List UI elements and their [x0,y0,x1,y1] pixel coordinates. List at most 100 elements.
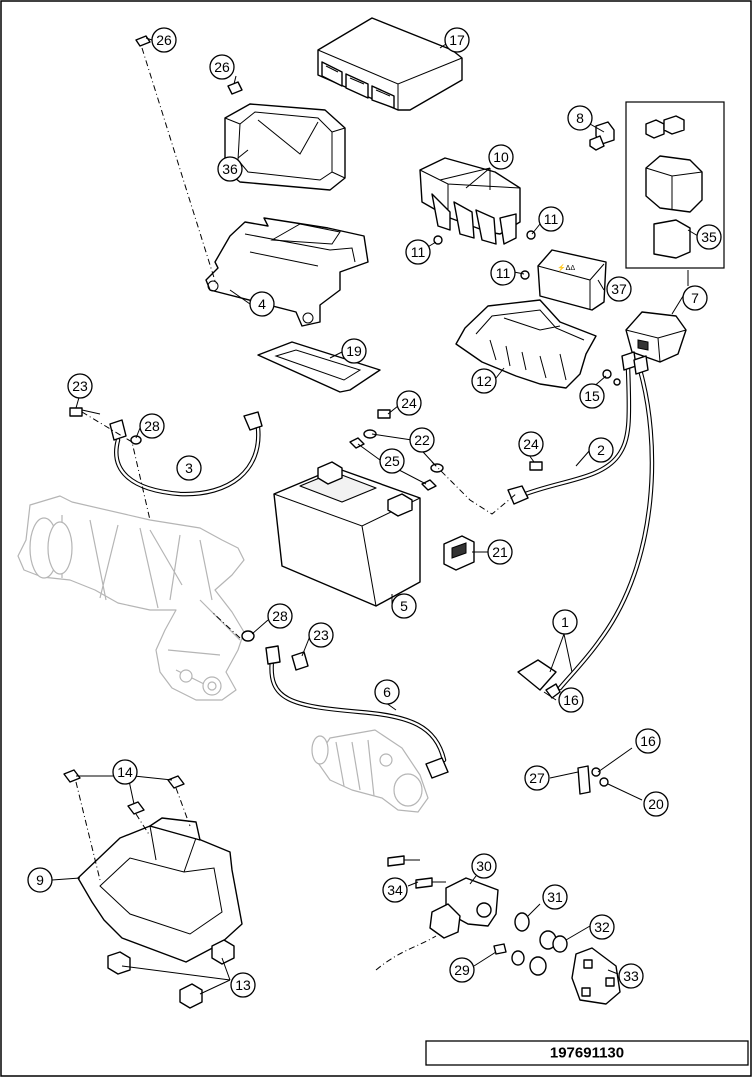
callout-label: 16 [640,733,656,749]
callout-label: 28 [272,608,288,624]
callout-c27: 27 [524,765,550,791]
callout-label: 33 [623,968,639,984]
callout-c22: 22 [409,427,435,453]
callout-label: 25 [384,453,400,469]
callout-label: 9 [36,872,44,888]
callout-c25: 25 [379,448,405,474]
callout-c33: 33 [618,963,644,989]
svg-text:⚡ΔΔ: ⚡ΔΔ [557,263,575,272]
callout-label: 3 [185,460,193,476]
sensor-bracket [571,947,621,1005]
callout-c24a: 24 [396,390,422,416]
callout-label: 11 [544,211,559,227]
callout-label: 8 [576,110,584,126]
callout-label: 23 [72,378,88,394]
callout-label: 24 [523,436,539,452]
callout-c7: 7 [682,285,708,311]
callout-label: 16 [563,692,579,708]
engine-control-unit [317,17,463,111]
callout-c3: 3 [176,455,202,481]
callout-label: 5 [400,598,408,614]
callout-c19: 19 [341,338,367,364]
callout-label: 28 [144,418,160,434]
callout-label: 13 [235,977,251,993]
callout-label: 2 [597,442,605,458]
callout-c36: 36 [217,156,243,182]
callout-c32: 32 [589,914,615,940]
callout-label: 11 [496,265,511,281]
rubber-pad [257,341,381,393]
callout-c11a: 11 [405,239,431,265]
callout-label: 17 [449,32,465,48]
ground-cable [109,411,263,497]
callout-c24b: 24 [518,431,544,457]
callout-label: 4 [258,296,266,312]
callout-c6: 6 [374,679,400,705]
callout-c26a: 26 [151,27,177,53]
callout-label: 30 [476,858,492,874]
drawing-number: 197691130 [550,1045,624,1062]
fasteners [63,35,621,815]
callout-c28a: 28 [139,413,165,439]
callout-label: 1 [561,614,569,630]
callout-label: 31 [547,889,563,905]
starter-relay [625,311,687,363]
grommets [493,912,568,976]
callout-c9: 9 [27,867,53,893]
callout-label: 37 [611,281,627,297]
electronics-holder [455,299,597,389]
callout-label: 10 [493,149,509,165]
callout-label: 34 [387,882,403,898]
starter-motor-cable [265,645,449,779]
callout-leaders [51,37,699,995]
callout-c29: 29 [449,957,475,983]
callout-label: 27 [529,770,545,786]
battery-lower-tray [77,817,243,963]
callout-c34: 34 [382,877,408,903]
callout-c26b: 26 [209,54,235,80]
positive-battery-cable [507,351,637,505]
callout-label: 12 [476,373,492,389]
callout-c13: 13 [230,972,256,998]
callout-label: 6 [383,684,391,700]
callout-c5: 5 [391,593,417,619]
callout-label: 14 [117,764,133,780]
relay-module: ⚡ΔΔ [537,249,607,311]
callout-c31: 31 [542,884,568,910]
callout-label: 11 [411,244,426,260]
fuse-box-assembly [419,157,521,245]
battery [273,461,421,607]
callout-label: 19 [346,343,362,359]
callout-c21: 21 [487,539,513,565]
callout-c23b: 23 [308,622,334,648]
callout-label: 22 [414,432,430,448]
callout-c17: 17 [444,27,470,53]
callout-c10: 10 [488,144,514,170]
callout-label: 15 [584,388,600,404]
motorcycle-frame-ghost [17,495,245,701]
callout-label: 21 [492,544,508,560]
callout-label: 32 [594,919,610,935]
battery-tray-bracket [205,217,369,327]
callout-label: 26 [214,59,230,75]
sensor-assembly [387,855,499,939]
callout-label: 29 [454,962,470,978]
callout-label: 35 [701,229,717,245]
starter-cable [517,355,655,699]
connection-lines [75,47,517,971]
callout-c2: 2 [588,437,614,463]
callout-c4: 4 [249,291,275,317]
callout-c35: 35 [696,224,722,250]
callout-c20: 20 [643,791,669,817]
callout-c11c: 11 [490,260,516,286]
callout-c1: 1 [552,609,578,635]
rubber-strap-clip [443,535,475,571]
drawing-number-box: 197691130 [425,1040,749,1066]
callout-c16a: 16 [558,687,584,713]
callout-label: 36 [222,161,238,177]
callout-c14: 14 [112,759,138,785]
callout-c8: 8 [567,105,593,131]
